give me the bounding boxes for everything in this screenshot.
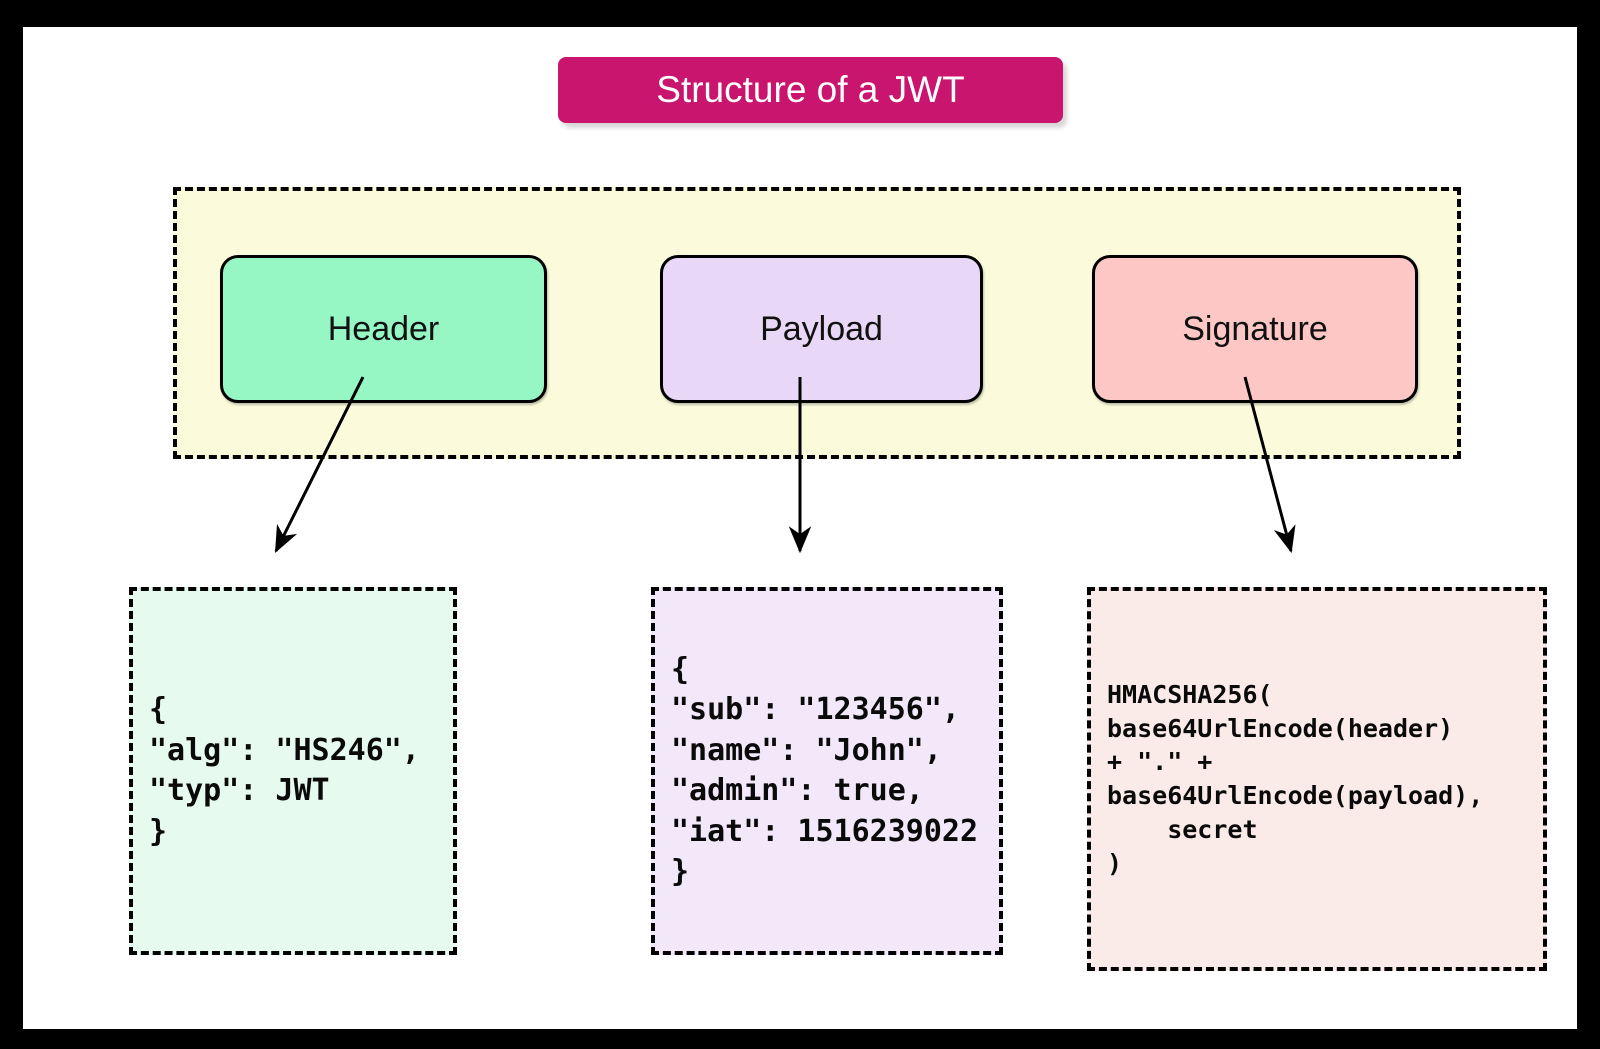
header-code: { "alg": "HS246", "typ": JWT } bbox=[149, 692, 420, 849]
signature-node-label: Signature bbox=[1182, 309, 1328, 348]
payload-code: { "sub": "123456", "name": "John", "admi… bbox=[671, 651, 979, 890]
header-code-box: { "alg": "HS246", "typ": JWT } bbox=[129, 587, 457, 955]
payload-code-box: { "sub": "123456", "name": "John", "admi… bbox=[651, 587, 1003, 955]
header-node-label: Header bbox=[327, 309, 440, 348]
header-node: Header bbox=[220, 255, 547, 403]
payload-node: Payload bbox=[660, 255, 983, 403]
diagram-canvas: Structure of a JWT Header Payload Signat… bbox=[23, 27, 1577, 1029]
payload-node-label: Payload bbox=[760, 309, 883, 348]
signature-code-box: HMACSHA256( base64UrlEncode(header) + ".… bbox=[1087, 587, 1547, 971]
signature-node: Signature bbox=[1092, 255, 1418, 403]
signature-code: HMACSHA256( base64UrlEncode(header) + ".… bbox=[1107, 679, 1484, 878]
diagram-title: Structure of a JWT bbox=[558, 57, 1063, 123]
